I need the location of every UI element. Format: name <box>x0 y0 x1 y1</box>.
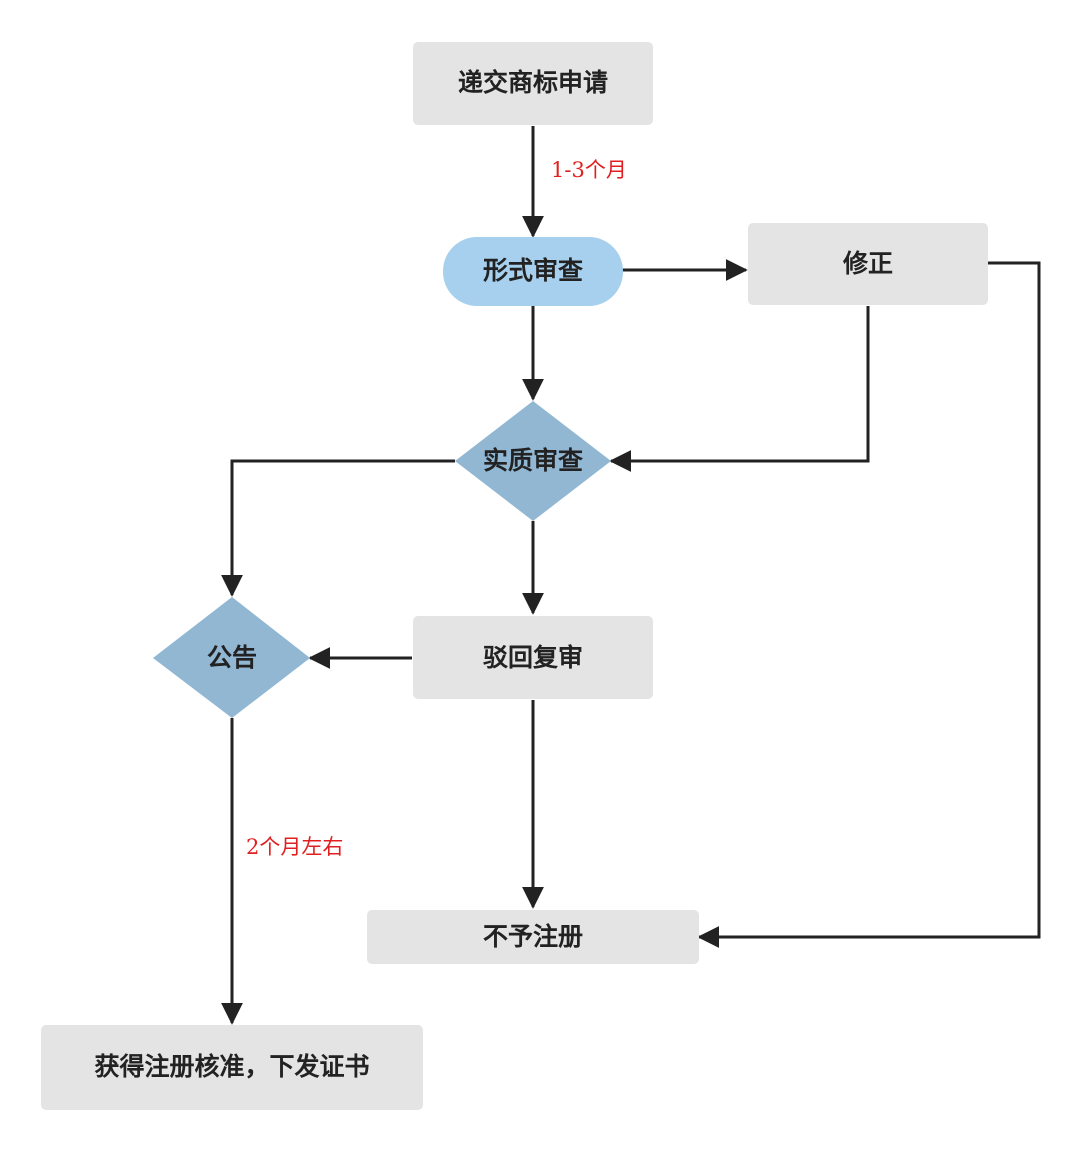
node-announcement-diamond <box>153 597 310 718</box>
edge-substantive-to-announcement <box>221 459 455 597</box>
node-approved-box <box>41 1025 423 1110</box>
node-formal-review-label: 形式审查 <box>483 256 583 285</box>
node-correction-label: 修正 <box>842 249 893 278</box>
edge-correction-to-refusal <box>697 261 1041 948</box>
node-correction-box <box>748 223 988 305</box>
node-submit-box <box>413 42 653 125</box>
edges <box>221 126 1041 1025</box>
node-announcement: 公告 <box>153 597 310 718</box>
edge-label-2-months: 2个月左右 <box>246 835 343 859</box>
node-rejection-review-label: 驳回复审 <box>483 643 583 672</box>
edge-correction-to-substantive <box>609 306 870 472</box>
edge-label-1-3-months: 1-3个月 <box>551 158 627 182</box>
node-refusal-label: 不予注册 <box>483 922 583 951</box>
node-rejection-review-box <box>413 616 653 699</box>
node-announcement-label: 公告 <box>207 643 257 672</box>
node-substantive-review-label: 实质审查 <box>483 446 583 475</box>
node-substantive-review: 实质审查 <box>455 401 611 521</box>
node-formal-review-box <box>443 237 623 306</box>
node-refusal: 不予注册 <box>367 910 699 964</box>
node-approved-label: 获得注册核准，下发证书 <box>94 1052 369 1081</box>
node-formal-review: 形式审查 <box>443 237 623 306</box>
node-submit-label: 递交商标申请 <box>458 68 608 97</box>
node-refusal-box <box>367 910 699 964</box>
node-correction: 修正 <box>748 223 988 305</box>
node-substantive-review-diamond <box>455 401 611 521</box>
node-rejection-review: 驳回复审 <box>413 616 653 699</box>
node-submit-application: 递交商标申请 <box>413 42 653 125</box>
node-approved: 获得注册核准，下发证书 <box>41 1025 423 1110</box>
